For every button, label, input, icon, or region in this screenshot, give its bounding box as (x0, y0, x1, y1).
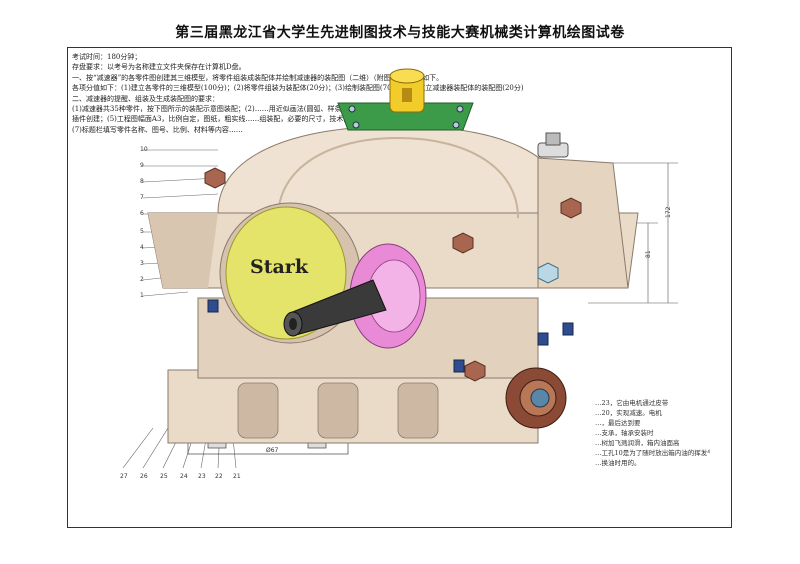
input-shaft (283, 279, 387, 337)
part-number: 22 (215, 473, 223, 480)
drawing-sheet: 考试时间：180分钟； 存盘要求：以考号为名称建立文件夹保存在计算机D盘。 一、… (67, 47, 732, 528)
part-number: 9 (140, 162, 144, 169)
instruction-line: (1)减速器共35种零件，按下图所示的装配示意图装配；(2)……用近似画法(圆弧… (72, 105, 453, 114)
output-bearing-cap (505, 367, 567, 429)
part-number: 23 (198, 473, 206, 480)
document-title: 第三届黑龙江省大学生先进制图技术与技能大赛机械类计算机绘图试卷 (175, 25, 625, 41)
exam-instructions: 考试时间：180分钟； 存盘要求：以考号为名称建立文件夹保存在计算机D盘。 一、… (72, 52, 727, 135)
part-number: 21 (233, 473, 241, 480)
dimension-dia-67: Ø67 (266, 447, 279, 454)
part-number: 7 (140, 194, 144, 201)
instruction-line: 各项分值如下：(1)建立各零件的三维模型(100分)；(2)将零件组装为装配体(… (72, 84, 524, 93)
part-number: 24 (180, 473, 188, 480)
part-number: 8 (140, 178, 144, 185)
dimension-172: 172 (665, 206, 672, 218)
instruction-line: 考试时间：180分钟； (72, 53, 142, 61)
part-number: 1 (140, 292, 144, 299)
nuts-blue (207, 299, 574, 373)
part-number: 25 (160, 473, 168, 480)
shaft-flange (349, 243, 427, 349)
gearbox-illustration: 10 9 8 7 6 5 4 3 2 1 27 26 25 24 23 22 2… (120, 68, 678, 480)
vent-plug-knob (389, 68, 425, 113)
note-line: …20，实现减速。电机 (595, 409, 662, 417)
instruction-line: 插件创建；(5)工程图幅面A3，比例自定，图纸，粗实线……组装配，必要的尺寸，技… (72, 115, 456, 124)
bolt-heads (204, 167, 582, 382)
instruction-line: (7)标题栏填写零件名称、图号、比例、材料等内容…… (72, 125, 243, 134)
note-line: …工孔10是为了随时放出箱内油的挥发气 (595, 449, 710, 457)
instruction-line: 二、减速器的提醒、组装及生成装配图的要求： (72, 94, 219, 103)
note-line: …23，它由电机通过皮带 (595, 399, 669, 407)
part-number: 6 (140, 210, 144, 217)
part-number: 5 (140, 228, 144, 235)
note-line: …支承，轴承安装时 (595, 429, 654, 437)
part-number: 26 (140, 473, 148, 480)
instruction-line: 一、按“减速器”的各零件图创建其三维模型，将零件组装成装配体并绘制减速器的装配图… (72, 73, 444, 82)
part-number: 10 (140, 146, 148, 153)
dimension-81: 81 (645, 250, 652, 258)
part-number: 4 (140, 244, 144, 251)
oil-gauge (537, 132, 569, 158)
note-line: …换油时用的。 (595, 459, 641, 467)
part-number: 2 (140, 276, 144, 283)
note-line: …，最后达到要 (595, 419, 641, 427)
part-number-labels: 10 9 8 7 6 5 4 3 2 1 27 26 25 24 23 22 2… (120, 146, 241, 480)
inspection-cover (337, 102, 474, 131)
stark-logo: Stark (250, 256, 309, 278)
instruction-line: 存盘要求：以考号为名称建立文件夹保存在计算机D盘。 (72, 63, 246, 72)
part-number: 27 (120, 473, 128, 480)
working-principle-notes: …23，它由电机通过皮带 …20，实现减速。电机 …，最后达到要 …支承，轴承安… (595, 398, 710, 468)
note-line: …树加飞溅润滑，箱内油面高 (595, 439, 680, 447)
part-number: 3 (140, 260, 144, 267)
